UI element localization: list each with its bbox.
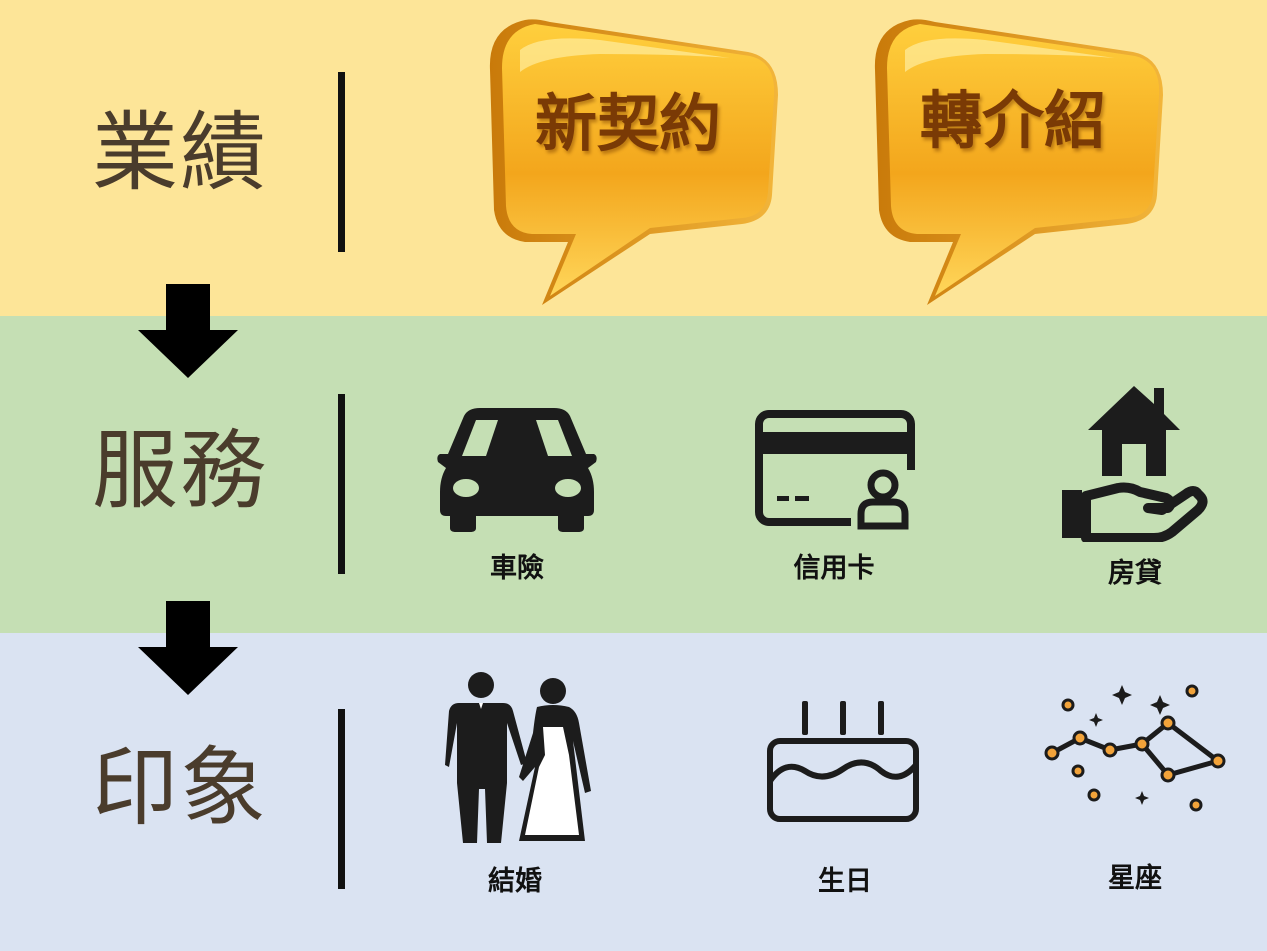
arrow-down-icon — [138, 284, 238, 378]
birthday-cake-icon — [767, 701, 919, 822]
new-contract-bubble: 新契約 — [480, 10, 780, 310]
credit-card-icon — [755, 410, 915, 530]
service-band: 服務 車險 信用卡 房貸 — [0, 316, 1267, 633]
car-insurance-label: 車險 — [490, 553, 544, 584]
credit-card-label: 信用卡 — [793, 553, 875, 584]
impression-title: 印象 — [92, 738, 268, 838]
performance-band: 業績 新契約 — [0, 0, 1267, 316]
performance-divider — [338, 72, 345, 252]
car-icon — [437, 408, 597, 532]
impression-divider — [338, 709, 345, 889]
referral-label: 轉介紹 — [920, 84, 1107, 157]
new-contract-label: 新契約 — [535, 87, 722, 160]
arrow-down-icon — [138, 601, 238, 695]
mortgage-label: 房貸 — [1108, 558, 1162, 589]
service-divider — [338, 394, 345, 574]
wedding-couple-icon — [445, 672, 591, 843]
birthday-label: 生日 — [818, 866, 872, 897]
speech-bubble-icon — [489, 19, 778, 305]
impression-band: 印象 結婚 生日 — [0, 633, 1267, 951]
service-title: 服務 — [92, 421, 268, 521]
referral-bubble: 轉介紹 — [865, 10, 1165, 310]
zodiac-label: 星座 — [1108, 863, 1162, 894]
house-in-hand-icon — [1062, 386, 1208, 542]
wedding-label: 結婚 — [488, 866, 542, 897]
speech-bubble-icon — [874, 19, 1163, 305]
constellation-icon — [1044, 684, 1226, 812]
performance-title: 業績 — [92, 103, 268, 203]
